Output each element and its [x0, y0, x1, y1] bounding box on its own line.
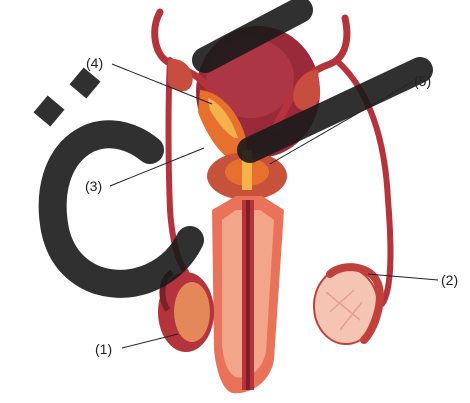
seminal-vesicle-left: [168, 59, 193, 91]
label-4: (4): [86, 55, 103, 71]
label-2: (2): [441, 272, 458, 288]
testis-right: [314, 267, 380, 344]
penis: [212, 196, 284, 393]
label-3: (3): [85, 178, 102, 194]
label-5: (5): [414, 73, 431, 89]
label-1: (1): [95, 341, 112, 357]
